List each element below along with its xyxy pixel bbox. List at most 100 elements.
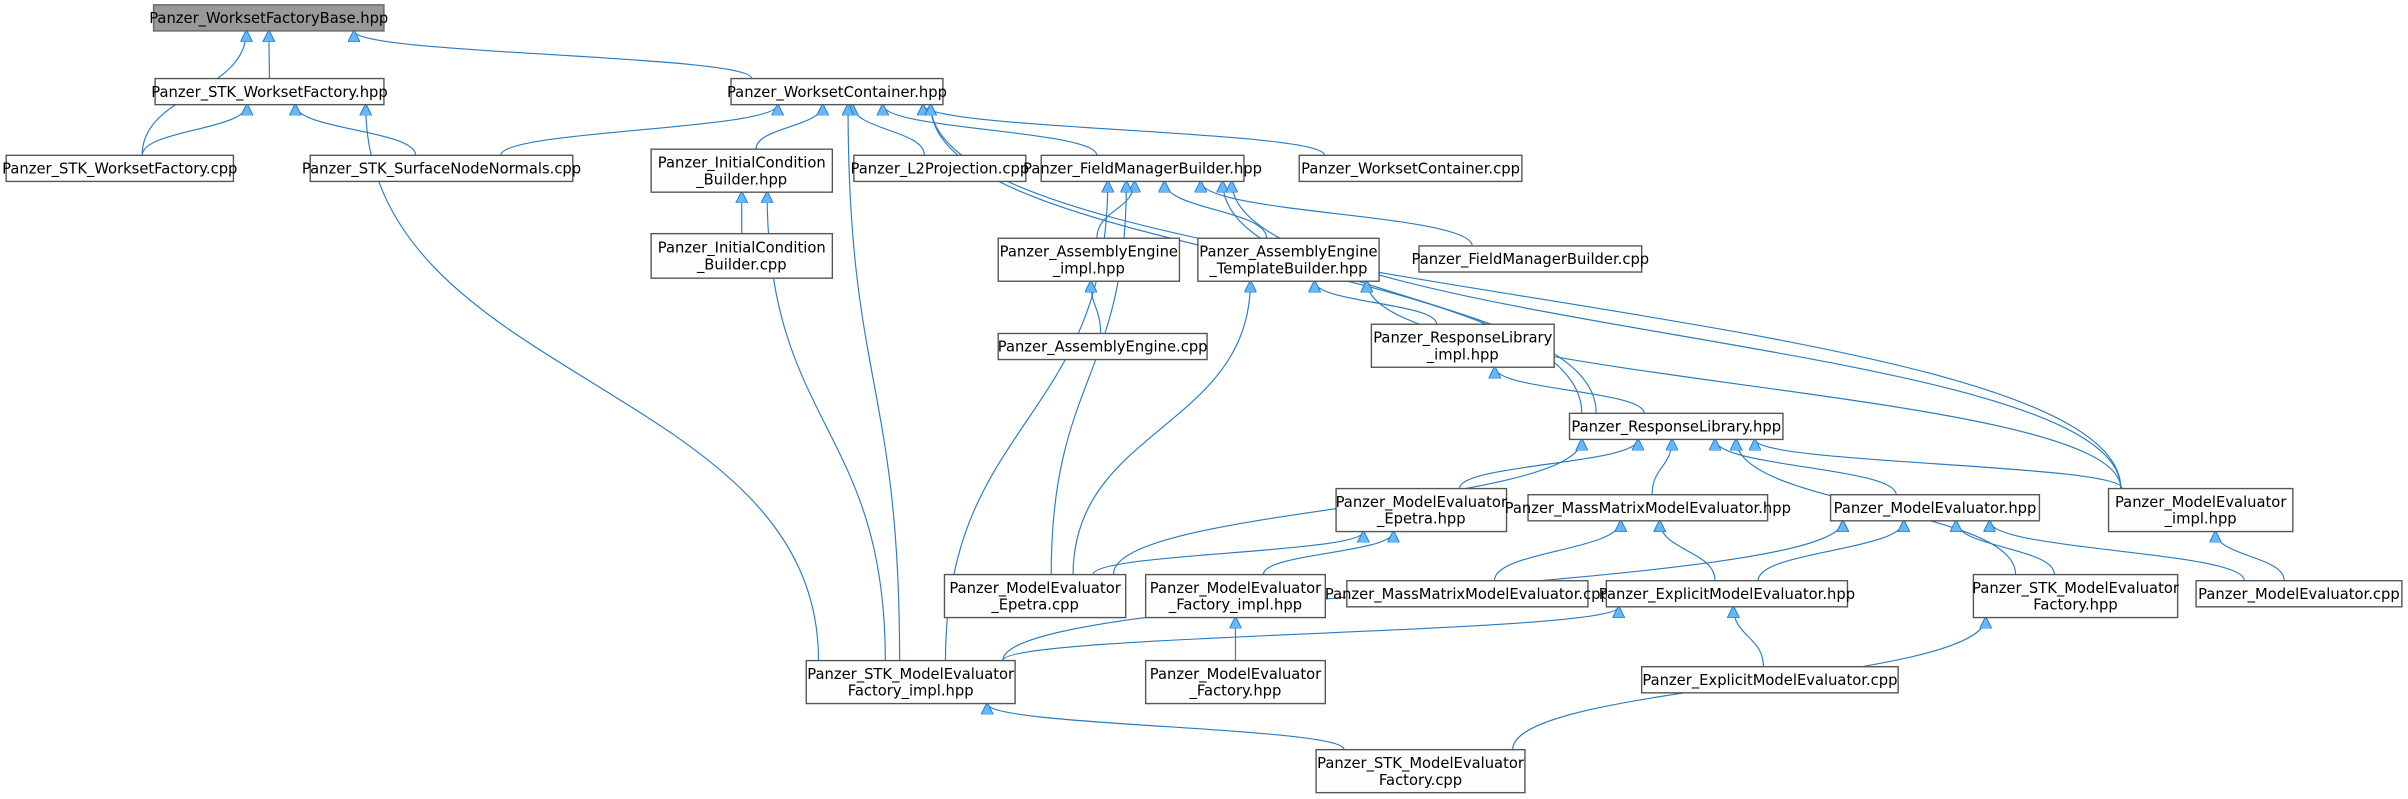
node-label: _Epetra.cpp — [990, 597, 1078, 614]
node-panzer-assemblyengine-cpp[interactable]: Panzer_AssemblyEngine.cpp — [997, 332, 1208, 361]
node-box — [1346, 580, 1589, 608]
node-label: _Epetra.hpp — [1376, 511, 1466, 528]
edge-25-to-19 — [2215, 532, 2285, 581]
edge-26-to-1 — [366, 105, 820, 661]
node-label: Panzer_STK_WorksetFactory.hpp — [151, 84, 387, 101]
node-label: Panzer_STK_WorksetFactory.cpp — [2, 161, 237, 178]
edge-11-to-7 — [1164, 181, 1268, 239]
edge-18-to-15 — [1715, 439, 1897, 495]
node-label: Panzer_STK_ModelEvaluator — [1317, 755, 1525, 772]
node-label: Panzer_ResponseLibrary — [1373, 330, 1552, 347]
edge-26-to-23 — [1002, 607, 1619, 662]
node-panzer-modelevaluator-epetra-cpp[interactable]: Panzer_ModelEvaluator_Epetra.cpp — [943, 573, 1127, 619]
node-panzer-responselibrary-hpp[interactable]: Panzer_ResponseLibrary.hpp — [1568, 412, 1784, 441]
node-panzer-modelevaluator-epetra-hpp[interactable]: Panzer_ModelEvaluator_Epetra.hpp — [1335, 487, 1508, 533]
node-label: Panzer_InitialCondition — [658, 154, 826, 171]
node-box — [853, 154, 1027, 183]
node-label: Panzer_ModelEvaluator.hpp — [1834, 500, 2037, 517]
node-label: _Builder.hpp — [695, 171, 787, 188]
node-label: Panzer_FieldManagerBuilder.hpp — [1023, 161, 1262, 178]
node-label: Panzer_ModelEvaluator — [1150, 580, 1322, 597]
node-panzer-stk-worksetfactory-hpp[interactable]: Panzer_STK_WorksetFactory.hpp — [151, 77, 388, 106]
node-label: _impl.hpp — [1052, 260, 1125, 277]
node-panzer-explicitmodelevaluator-cpp[interactable]: Panzer_ExplicitModelEvaluator.cpp — [1640, 666, 1899, 694]
node-box — [2107, 487, 2294, 533]
node-box — [1298, 154, 1523, 183]
node-label: Panzer_ResponseLibrary.hpp — [1571, 419, 1781, 436]
node-label: Panzer_ModelEvaluator — [949, 580, 1121, 597]
node-label: Panzer_MassMatrixModelEvaluator.cpp — [1325, 586, 1610, 603]
node-panzer-massmatrixmodelevaluator-hpp[interactable]: Panzer_MassMatrixModelEvaluator.hpp — [1505, 494, 1791, 522]
node-panzer-stk-surfacenodenormals-cpp[interactable]: Panzer_STK_SurfaceNodeNormals.cpp — [302, 154, 581, 183]
edge-29-to-26 — [987, 704, 1345, 750]
node-label: Panzer_WorksetContainer.cpp — [1301, 161, 1520, 178]
node-label: Panzer_ModelEvaluator — [2115, 494, 2287, 511]
node-panzer-assemblyengine-impl-hpp[interactable]: Panzer_AssemblyEngine_impl.hpp — [997, 237, 1181, 282]
node-label: _impl.hpp — [2164, 511, 2237, 528]
edge-7-to-2 — [883, 105, 1098, 156]
node-box — [1370, 323, 1555, 368]
node-box — [997, 332, 1208, 361]
node-box — [2195, 580, 2403, 608]
node-box — [805, 659, 1016, 705]
node-box — [5, 154, 235, 183]
node-label: Panzer_AssemblyEngine — [1199, 244, 1377, 261]
edge-14-to-11 — [1315, 281, 1438, 325]
node-label: _TemplateBuilder.hpp — [1208, 260, 1367, 277]
node-label: Panzer_WorksetContainer.hpp — [727, 84, 947, 101]
edge-28-to-23 — [1733, 607, 1765, 667]
edge-21-to-16 — [1262, 532, 1393, 575]
edge-19-to-7 — [1232, 181, 2122, 489]
edge-8-to-2 — [923, 105, 1326, 156]
node-box — [1335, 487, 1508, 533]
node-panzer-modelevaluator-impl-hpp[interactable]: Panzer_ModelEvaluator_impl.hpp — [2107, 487, 2294, 533]
node-box — [152, 4, 385, 32]
node-box — [1144, 659, 1327, 705]
node-box — [1197, 237, 1380, 282]
node-label: _impl.hpp — [1426, 346, 1499, 363]
node-panzer-worksetcontainer-hpp[interactable]: Panzer_WorksetContainer.hpp — [727, 77, 947, 106]
node-panzer-modelevaluator-cpp[interactable]: Panzer_ModelEvaluator.cpp — [2195, 580, 2403, 608]
node-panzer-worksetcontainer-cpp[interactable]: Panzer_WorksetContainer.cpp — [1298, 154, 1523, 183]
edge-1-to-0 — [269, 31, 270, 79]
node-label: Factory.cpp — [1379, 772, 1462, 789]
node-box — [309, 154, 574, 183]
node-label: Panzer_InitialCondition — [658, 240, 826, 257]
node-label: Panzer_FieldManagerBuilder.cpp — [1412, 251, 1650, 268]
edge-23-to-17 — [1660, 521, 1716, 581]
node-panzer-l2projection-cpp[interactable]: Panzer_L2Projection.cpp — [850, 154, 1029, 183]
edge-16-to-15 — [1458, 439, 1638, 489]
node-panzer-modelevaluator-hpp[interactable]: Panzer_ModelEvaluator.hpp — [1829, 494, 2041, 522]
node-panzer-modelevaluator-factory-impl-hpp[interactable]: Panzer_ModelEvaluator_Factory_impl.hpp — [1144, 573, 1327, 619]
edge-19-to-11 — [1367, 281, 2122, 489]
node-box — [1829, 494, 2041, 522]
node-label: Panzer_STK_SurfaceNodeNormals.cpp — [302, 161, 581, 178]
node-box — [650, 232, 834, 279]
node-box — [1315, 748, 1526, 794]
edge-26-to-2 — [848, 105, 901, 661]
edge-4-to-2 — [500, 105, 778, 156]
node-panzer-initialcondition-builder-hpp[interactable]: Panzer_InitialCondition_Builder.hpp — [650, 148, 834, 193]
node-label: Panzer_MassMatrixModelEvaluator.hpp — [1505, 500, 1791, 517]
edge-25-to-18 — [1990, 521, 2245, 581]
node-box — [1972, 573, 2179, 619]
edge-24-to-18 — [1956, 521, 2056, 575]
node-label: Panzer_AssemblyEngine.cpp — [998, 339, 1208, 356]
node-panzer-stk-modelevaluatorfactory-impl-hpp[interactable]: Panzer_STK_ModelEvaluatorFactory_impl.hp… — [805, 659, 1016, 705]
node-label: Panzer_ModelEvaluator.cpp — [2198, 586, 2400, 603]
node-panzer-fieldmanagerbuilder-hpp[interactable]: Panzer_FieldManagerBuilder.hpp — [1023, 154, 1262, 183]
node-panzer-massmatrixmodelevaluator-cpp[interactable]: Panzer_MassMatrixModelEvaluator.cpp — [1325, 580, 1610, 608]
node-label: Panzer_L2Projection.cpp — [850, 161, 1029, 178]
node-panzer-stk-worksetfactory-cpp[interactable]: Panzer_STK_WorksetFactory.cpp — [2, 154, 237, 183]
node-panzer-initialcondition-builder-cpp[interactable]: Panzer_InitialCondition_Builder.cpp — [650, 232, 834, 279]
node-label: _Builder.cpp — [696, 257, 787, 274]
node-panzer-worksetfactorybase-hpp[interactable]: Panzer_WorksetFactoryBase.hpp — [149, 4, 388, 32]
node-panzer-modelevaluator-factory-hpp[interactable]: Panzer_ModelEvaluator_Factory.hpp — [1144, 659, 1327, 705]
node-panzer-assemblyengine-templatebuilder-hpp[interactable]: Panzer_AssemblyEngine_TemplateBuilder.hp… — [1197, 237, 1380, 282]
node-panzer-fieldmanagerbuilder-cpp[interactable]: Panzer_FieldManagerBuilder.cpp — [1412, 245, 1650, 273]
node-panzer-explicitmodelevaluator-hpp[interactable]: Panzer_ExplicitModelEvaluator.hpp — [1599, 580, 1855, 608]
node-box — [997, 237, 1181, 282]
node-panzer-responselibrary-impl-hpp[interactable]: Panzer_ResponseLibrary_impl.hpp — [1370, 323, 1555, 368]
